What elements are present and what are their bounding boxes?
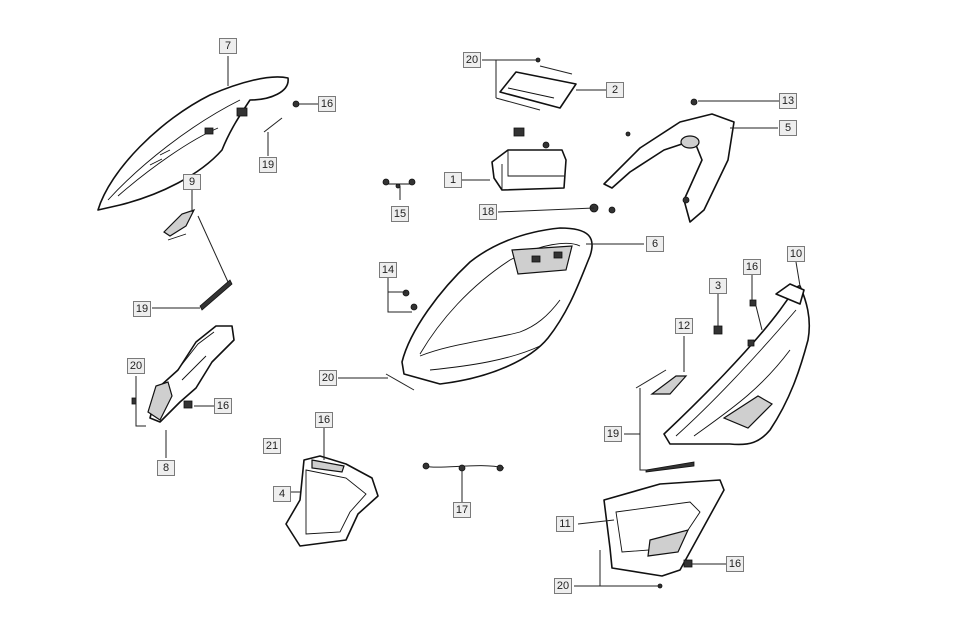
callout-8: 8 [157, 460, 175, 476]
callout-6: 6 [646, 236, 664, 252]
part-8-lower-cover [131, 325, 235, 423]
part-12-bracket [650, 375, 688, 395]
part-7-side-cover [97, 76, 289, 211]
callout-20: 20 [554, 578, 572, 594]
callout-16: 16 [214, 398, 232, 414]
callout-15: 15 [391, 206, 409, 222]
callout-13: 13 [779, 93, 797, 109]
part-15-bracket [382, 178, 416, 189]
part-16-clip-right [747, 299, 763, 347]
callout-20: 20 [463, 52, 481, 68]
part-19-strips-right [635, 369, 695, 473]
callout-5: 5 [779, 120, 797, 136]
callout-16: 16 [743, 259, 761, 275]
part-20-pin-middle [385, 373, 415, 391]
callout-19: 19 [133, 301, 151, 317]
part-9-bracket [163, 208, 196, 241]
callout-17: 17 [453, 502, 471, 518]
part-5-grab-rail [603, 98, 735, 223]
part-2-lid-plate [499, 71, 577, 109]
callout-10: 10 [787, 246, 805, 262]
part-10-right-side-cover [663, 283, 811, 446]
callout-16: 16 [318, 96, 336, 112]
callout-9: 9 [183, 174, 201, 190]
callout-16: 16 [315, 412, 333, 428]
part-4-front-lower-cover [285, 455, 379, 547]
part-17-cable [422, 462, 505, 472]
part-11-lower-right-cover [603, 479, 725, 589]
part-3-clip [713, 325, 723, 335]
callout-18: 18 [479, 204, 497, 220]
callout-14: 14 [379, 262, 397, 278]
part-19-strip-left [197, 215, 233, 311]
callout-19: 19 [604, 426, 622, 442]
callout-21: 21 [263, 438, 281, 454]
leader-lines [135, 56, 801, 587]
callout-19: 19 [259, 157, 277, 173]
part-1-storage-box [491, 127, 567, 191]
callout-2: 2 [606, 82, 624, 98]
callout-20: 20 [319, 370, 337, 386]
callout-16: 16 [726, 556, 744, 572]
callout-3: 3 [709, 278, 727, 294]
part-6-underseat-tub [401, 227, 593, 385]
callout-11: 11 [556, 516, 574, 532]
callout-7: 7 [219, 38, 237, 54]
callout-20: 20 [127, 358, 145, 374]
callout-1: 1 [444, 172, 462, 188]
part-19-strip-top-left [263, 117, 283, 133]
callout-4: 4 [273, 486, 291, 502]
callout-12: 12 [675, 318, 693, 334]
